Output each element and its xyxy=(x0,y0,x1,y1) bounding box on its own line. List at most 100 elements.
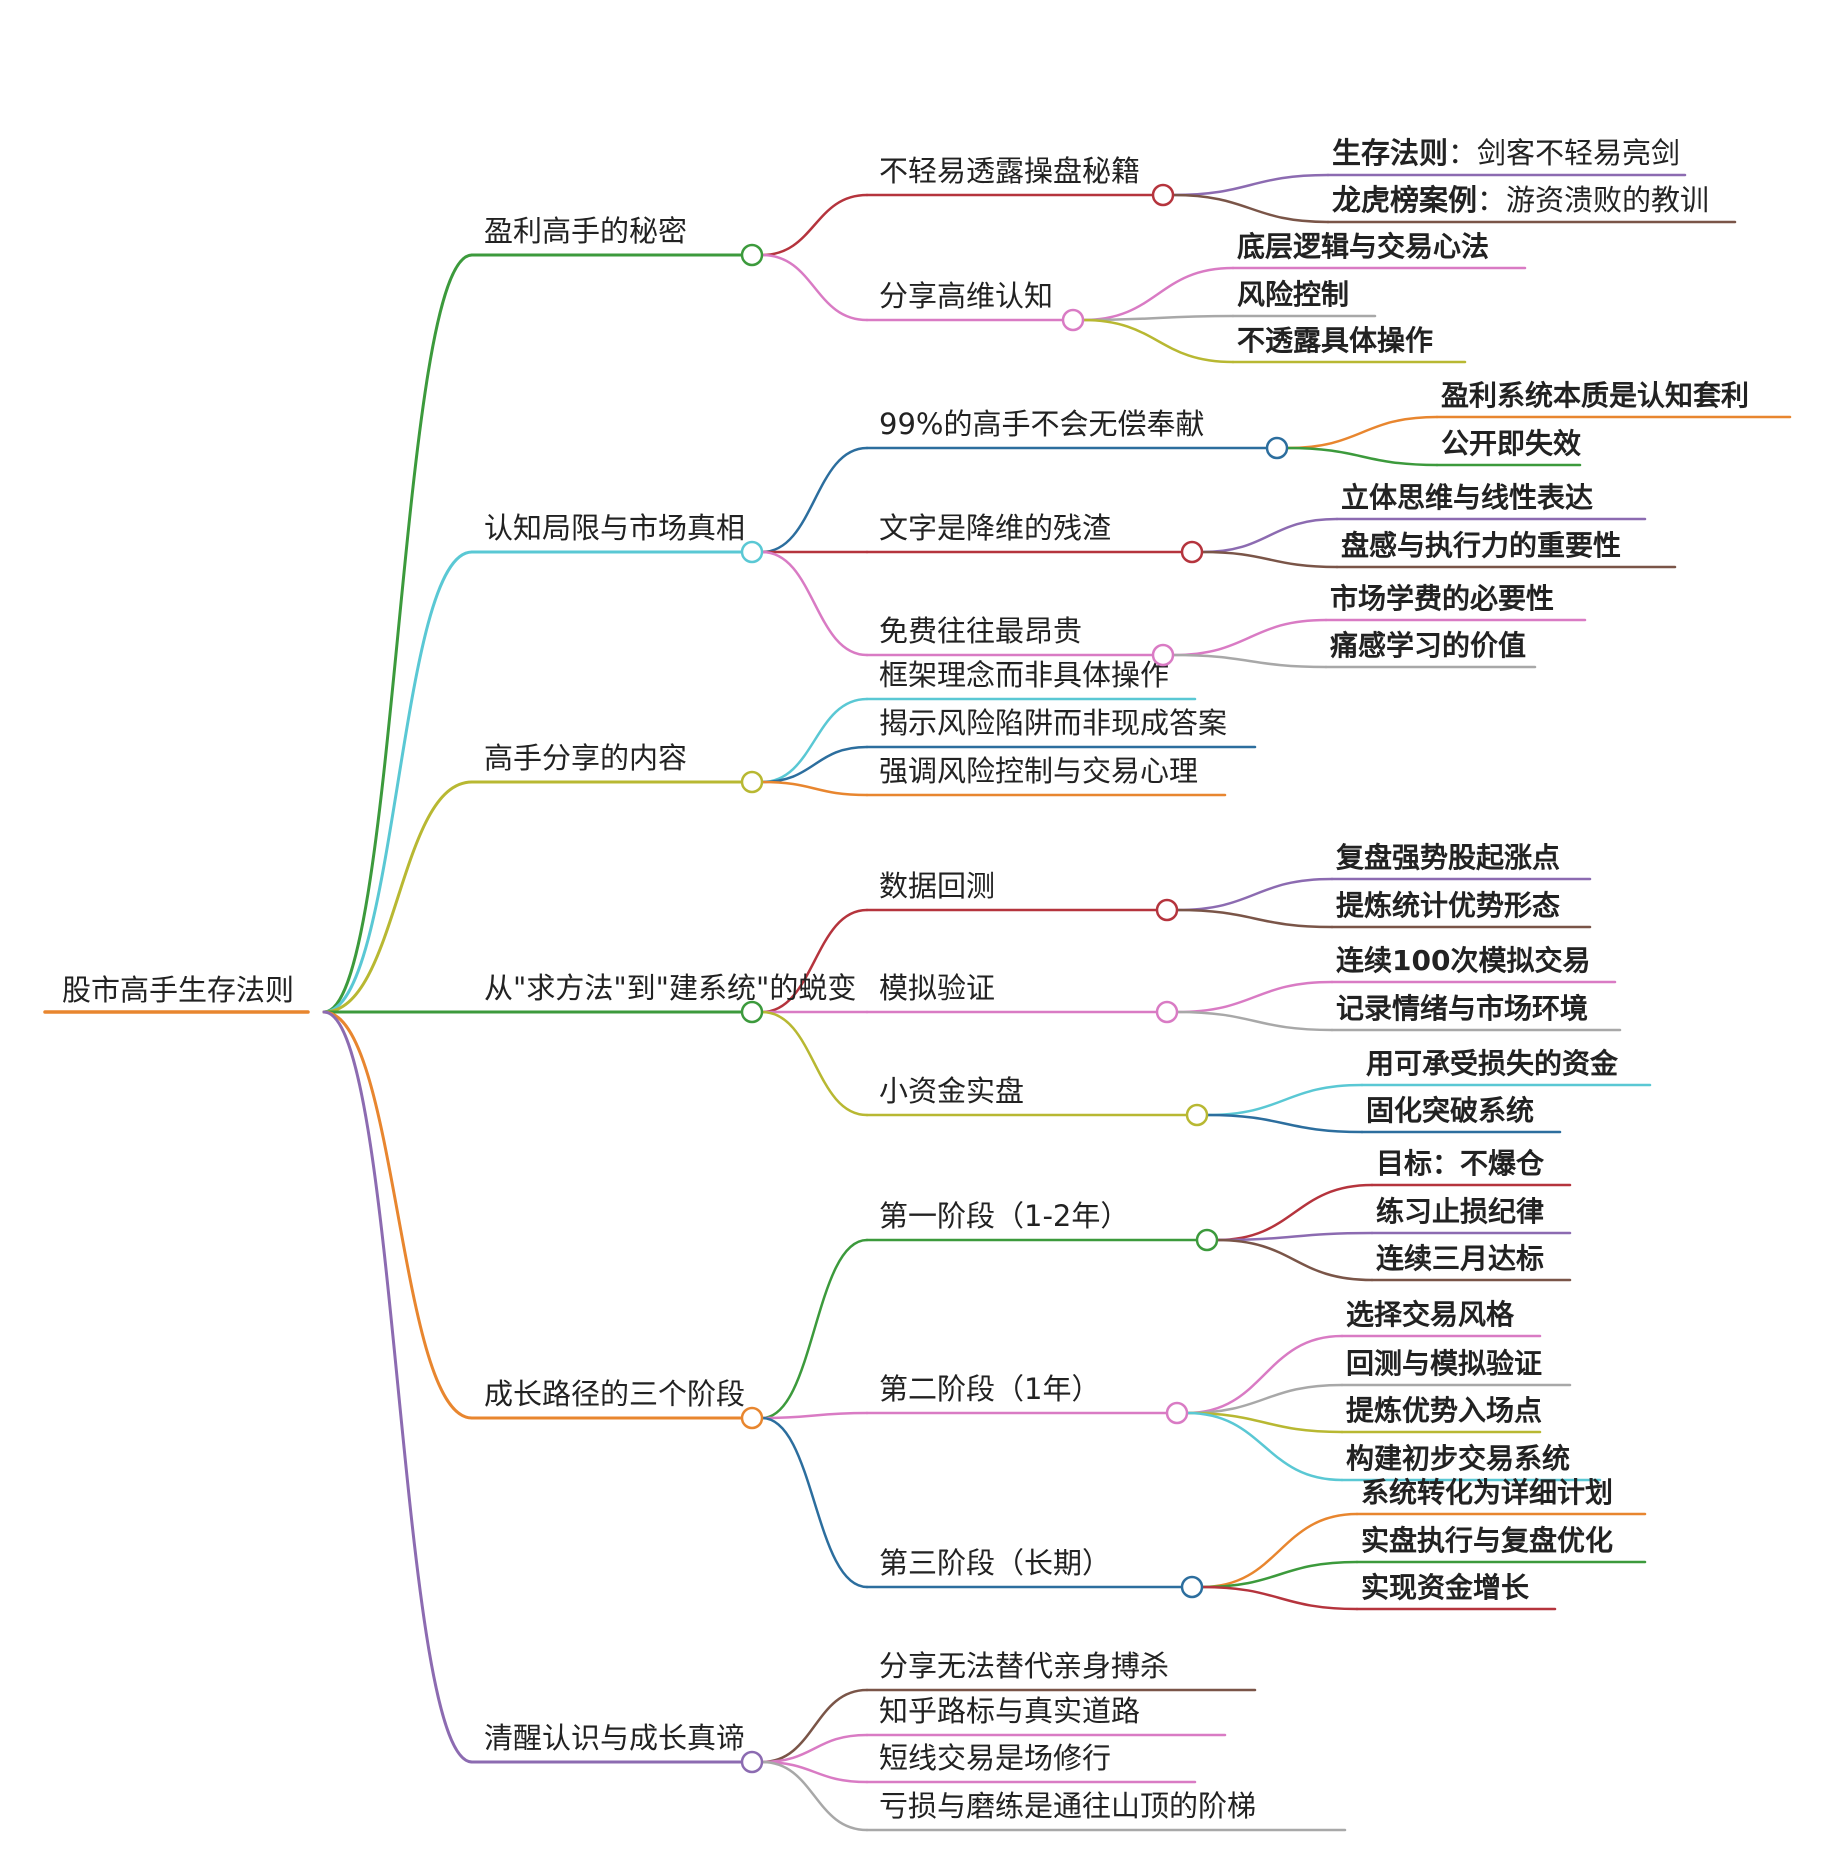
leaf-connector xyxy=(1175,1010,1334,1032)
topic-node[interactable] xyxy=(1165,1401,1189,1425)
topic-label: 分享高维认知 xyxy=(879,279,1053,313)
topic-connector xyxy=(760,908,869,1014)
leaf-connector xyxy=(1175,980,1334,1014)
topic-node[interactable] xyxy=(1061,308,1085,332)
mind-map-leaf: 盘感与执行力的重要性 xyxy=(1341,529,1621,562)
leaf-connector xyxy=(1200,517,1339,554)
topic-connector xyxy=(760,697,869,784)
mind-map-leaf: 龙虎榜案例：游资溃败的教训 xyxy=(1332,183,1709,217)
mind-map-leaf: 用可承受损失的资金 xyxy=(1366,1047,1619,1080)
branch-node[interactable] xyxy=(740,1000,764,1024)
branch-label: 认知局限与市场真相 xyxy=(484,511,745,545)
topic-connector xyxy=(760,446,869,554)
topic-node[interactable] xyxy=(1180,540,1204,564)
topic-node[interactable] xyxy=(1180,1575,1204,1599)
topic-node[interactable] xyxy=(1195,1228,1219,1252)
topic-connector xyxy=(760,1733,869,1764)
topic-label: 框架理念而非具体操作 xyxy=(879,658,1169,692)
branch-connector xyxy=(322,780,474,1014)
mind-map-leaf: 回测与模拟验证 xyxy=(1346,1347,1542,1380)
leaf-connector xyxy=(1215,1183,1374,1242)
topic-connector xyxy=(760,1760,869,1784)
topic-connector xyxy=(760,550,869,657)
mind-map-leaf: 不透露具体操作 xyxy=(1237,324,1433,357)
leaf-connector xyxy=(1081,314,1235,322)
leaf-value: 剑客不轻易亮剑 xyxy=(1477,136,1680,170)
branch-connector xyxy=(322,550,474,1014)
leaf-separator: ： xyxy=(1448,136,1477,170)
topic-label: 免费往往最昂贵 xyxy=(879,614,1082,648)
mind-map-leaf: 立体思维与线性表达 xyxy=(1341,481,1593,514)
mind-map-labels: 股市高手生存法则盈利高手的秘密不轻易透露操盘秘籍生存法则：剑客不轻易亮剑龙虎榜案… xyxy=(62,136,1749,1823)
leaf-connector xyxy=(1081,318,1235,364)
leaf-connector xyxy=(1175,877,1334,912)
leaf-connector xyxy=(1215,1238,1374,1282)
mind-map-leaf: 连续三月达标 xyxy=(1376,1242,1544,1275)
topic-node[interactable] xyxy=(1155,898,1179,922)
leaf-connector xyxy=(1185,1383,1344,1415)
leaf-connector xyxy=(1175,908,1334,929)
leaf-connector xyxy=(1171,653,1328,669)
leaf-connector xyxy=(1185,1411,1344,1434)
topic-label: 第三阶段（长期） xyxy=(879,1546,1111,1580)
leaf-key: 生存法则 xyxy=(1332,136,1448,170)
topic-label: 分享无法替代亲身搏杀 xyxy=(879,1649,1169,1683)
topic-connector xyxy=(760,253,869,322)
leaf-connector xyxy=(1285,415,1439,450)
topic-connector xyxy=(760,1760,869,1832)
topic-node[interactable] xyxy=(1265,436,1289,460)
topic-label: 亏损与磨练是通往山顶的阶梯 xyxy=(879,1789,1256,1823)
topic-node[interactable] xyxy=(1151,643,1175,667)
leaf-connector xyxy=(1200,1585,1359,1611)
leaf-connector xyxy=(1171,193,1330,224)
mind-map-leaf: 复盘强势股起涨点 xyxy=(1336,841,1560,874)
topic-node[interactable] xyxy=(1185,1103,1209,1127)
topic-label: 数据回测 xyxy=(879,869,995,903)
leaf-connector xyxy=(1205,1083,1364,1117)
mind-map-leaf: 选择交易风格 xyxy=(1346,1298,1515,1331)
leaf-key: 龙虎榜案例 xyxy=(1332,183,1477,217)
topic-label: 不轻易透露操盘秘籍 xyxy=(879,154,1140,188)
branch-node[interactable] xyxy=(740,770,764,794)
topic-label: 第二阶段（1年） xyxy=(879,1372,1100,1406)
leaf-connector xyxy=(1171,173,1330,197)
mind-map-leaf: 系统转化为详细计划 xyxy=(1361,1476,1613,1509)
branch-node[interactable] xyxy=(740,540,764,564)
mind-map-leaf: 提炼统计优势形态 xyxy=(1336,889,1560,922)
topic-label: 第一阶段（1-2年） xyxy=(879,1199,1129,1233)
mind-map-leaf: 目标：不爆仓 xyxy=(1376,1147,1545,1180)
topic-node[interactable] xyxy=(1155,1000,1179,1024)
mind-map-leaf: 提炼优势入场点 xyxy=(1346,1394,1542,1427)
leaf-connector xyxy=(1200,1512,1359,1589)
topic-connector xyxy=(760,745,869,784)
topic-connector xyxy=(760,780,869,797)
mind-map-leaf: 痛感学习的价值 xyxy=(1330,629,1526,662)
leaf-connector xyxy=(1200,550,1339,569)
mind-map-leaf: 公开即失效 xyxy=(1441,427,1581,460)
topic-label: 文字是降维的残渣 xyxy=(879,511,1111,545)
topic-label: 强调风险控制与交易心理 xyxy=(879,754,1198,788)
topic-node[interactable] xyxy=(1151,183,1175,207)
branch-connector xyxy=(322,1010,474,1420)
topic-label: 揭示风险陷阱而非现成答案 xyxy=(879,706,1227,740)
topic-label: 99%的高手不会无偿奉献 xyxy=(879,407,1204,441)
topic-connector xyxy=(760,1688,869,1764)
mind-map-leaf: 盈利系统本质是认知套利 xyxy=(1441,379,1749,412)
topic-label: 短线交易是场修行 xyxy=(879,1741,1111,1775)
branch-node[interactable] xyxy=(740,243,764,267)
mind-map-leaf: 记录情绪与市场环境 xyxy=(1336,992,1588,1025)
topic-label: 模拟验证 xyxy=(879,971,995,1005)
mind-map-links xyxy=(43,173,1792,1832)
topic-connector xyxy=(760,1238,869,1420)
branch-connector xyxy=(322,1010,474,1764)
mind-map-leaf: 生存法则：剑客不轻易亮剑 xyxy=(1332,136,1680,170)
mind-map-leaf: 练习止损纪律 xyxy=(1376,1195,1544,1228)
topic-connector xyxy=(760,1411,869,1420)
branch-node[interactable] xyxy=(740,1406,764,1430)
leaf-connector xyxy=(1200,1560,1359,1589)
branch-label: 成长路径的三个阶段 xyxy=(484,1377,745,1411)
branch-node[interactable] xyxy=(740,1750,764,1774)
branch-connector xyxy=(322,253,474,1014)
mind-map-leaf: 构建初步交易系统 xyxy=(1346,1442,1570,1475)
